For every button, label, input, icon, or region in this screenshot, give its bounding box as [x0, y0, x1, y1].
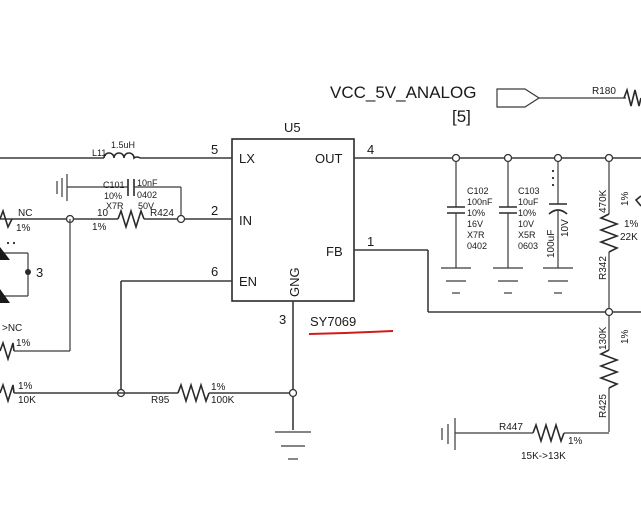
resistor-left-bottom — [0, 382, 15, 404]
cbulk-dot-c — [551, 183, 555, 187]
r95-tol: 1% — [211, 382, 226, 393]
ic-part-number: SY7069 — [310, 314, 356, 329]
pin-out-number: 4 — [367, 142, 374, 157]
c101-voltage: 50V — [138, 201, 154, 211]
c103-ref: C103 — [518, 186, 540, 196]
pin-out-name: OUT — [315, 151, 343, 166]
resistor-r342 — [598, 213, 620, 253]
pin-in-name: IN — [239, 213, 252, 228]
c102-value: 100nF — [467, 197, 493, 207]
net-sheet-ref: [5] — [452, 107, 471, 126]
r95-value: 100K — [211, 395, 235, 406]
c103-value: 10uF — [518, 197, 539, 207]
c103-voltage: 10V — [518, 219, 534, 229]
r424-ref: R424 — [150, 208, 174, 219]
junction-gnd — [288, 388, 298, 398]
r424-tol: 1% — [92, 222, 107, 233]
cbulk-dot-a — [551, 169, 555, 173]
r342-tol: 1% — [620, 191, 631, 206]
left-mid-value: >NC — [2, 323, 22, 334]
offpage-connector-flag — [496, 88, 541, 108]
diode-top-icon — [0, 247, 10, 260]
resistor-r425 — [598, 349, 620, 389]
c101-ref: C101 — [103, 180, 125, 190]
inductor-value: 1.5uH — [111, 140, 135, 150]
junction-r342 — [604, 153, 614, 163]
r342-value: 470K — [598, 189, 609, 213]
r180-ref: R180 — [592, 86, 616, 97]
c103-package: 0603 — [518, 241, 538, 251]
r425-ref: R425 — [598, 394, 609, 418]
resistor-left-mid — [0, 340, 15, 362]
pin-gnd-number: 3 — [279, 312, 286, 327]
c102-package: 0402 — [467, 241, 487, 251]
net-label-vcc: VCC_5V_ANALOG — [330, 83, 476, 102]
r425-tol: 1% — [620, 329, 631, 344]
left-mid-tol: 1% — [16, 338, 31, 349]
resistor-r424 — [117, 208, 145, 230]
cbulk-voltage: 10V — [560, 219, 571, 237]
pin-fb-number: 1 — [367, 234, 374, 249]
junction-c103 — [503, 153, 513, 163]
junction-in-c101 — [176, 214, 186, 224]
ic-designator: U5 — [284, 120, 301, 135]
r447-tol: 1% — [568, 436, 583, 447]
pin-en-name: EN — [239, 274, 257, 289]
resistor-left-top — [0, 208, 13, 230]
r424-value: 10 — [97, 208, 109, 219]
resistor-r180 — [623, 87, 641, 107]
left-top-value: NC — [18, 208, 32, 219]
c103-dielectric: X5R — [518, 230, 536, 240]
dot-a — [6, 241, 10, 245]
r342-ref: R342 — [598, 256, 609, 280]
resistor-r447 — [532, 422, 565, 444]
diode-bottom-icon — [0, 289, 10, 303]
c101-package: 0402 — [137, 190, 157, 200]
right-edge-value: 22K — [620, 232, 638, 243]
c102-tol: 10% — [467, 208, 485, 218]
pin-en-number: 6 — [211, 264, 218, 279]
junction-fb — [604, 307, 614, 317]
pin-lx-number: 5 — [211, 142, 218, 157]
junction-c102 — [451, 153, 461, 163]
resistor-r95 — [177, 382, 210, 404]
c101-tol: 10% — [104, 191, 122, 201]
left-bottom-tol: 1% — [18, 381, 33, 392]
c102-dielectric: X7R — [467, 230, 485, 240]
diode-pin-number: 3 — [36, 265, 43, 280]
c101-value: 10nF — [137, 178, 158, 188]
c101-dielectric: X7R — [106, 201, 124, 211]
pin-lx-name: LX — [239, 151, 255, 166]
dot-b — [12, 241, 16, 245]
r425-value: 130K — [598, 326, 609, 350]
c103-tol: 10% — [518, 208, 536, 218]
c102-ref: C102 — [467, 186, 489, 196]
resistor-right-edge — [634, 195, 641, 207]
pin-in-number: 2 — [211, 203, 218, 218]
pin-fb-name: FB — [326, 244, 343, 259]
junction-cbulk — [553, 153, 563, 163]
left-top-tol: 1% — [16, 223, 31, 234]
r447-value: 15K->13K — [521, 451, 566, 462]
inductor-l11 — [103, 152, 141, 160]
inductor-ref: L11 — [92, 148, 106, 158]
junction-diode — [25, 269, 31, 275]
cbulk-dot-b — [551, 176, 555, 180]
c102-voltage: 16V — [467, 219, 483, 229]
left-bottom-value: 10K — [18, 395, 36, 406]
right-edge-tol: 1% — [624, 219, 639, 230]
pin-gnd-name: GNG — [287, 267, 302, 297]
r447-ref: R447 — [499, 422, 523, 433]
cbulk-value: 100uF — [546, 230, 557, 258]
part-number-underline — [308, 330, 394, 335]
r95-ref: R95 — [151, 395, 170, 406]
